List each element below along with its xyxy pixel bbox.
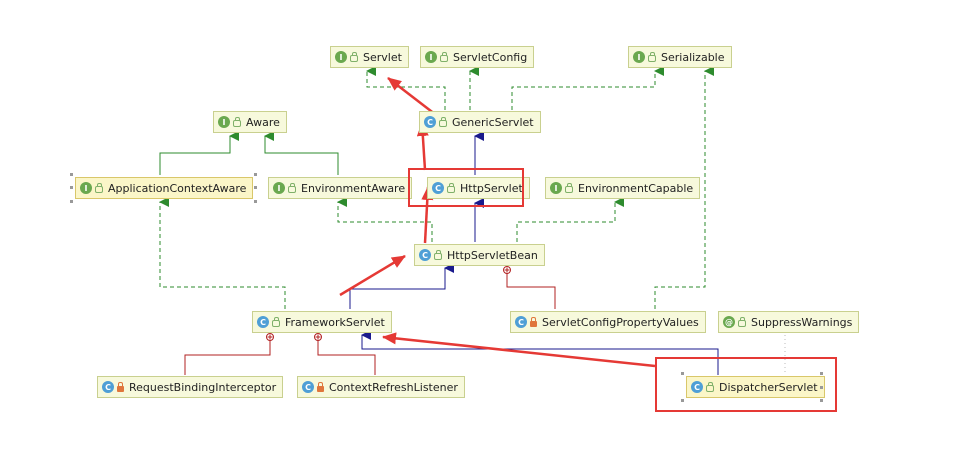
node-aware[interactable]: I Aware <box>213 111 287 133</box>
node-environmentcapable[interactable]: I EnvironmentCapable <box>545 177 701 199</box>
public-lock-icon <box>350 52 358 62</box>
class-icon: C <box>424 116 436 128</box>
private-lock-icon <box>317 381 324 392</box>
public-lock-icon <box>434 250 442 260</box>
public-lock-icon <box>565 183 573 193</box>
node-label: FrameworkServlet <box>285 315 385 329</box>
node-label: ServletConfigPropertyValues <box>542 315 699 329</box>
class-icon: C <box>432 182 444 194</box>
node-contextrefreshlistener[interactable]: C ContextRefreshListener <box>297 376 465 398</box>
selection-handle <box>820 372 823 375</box>
class-icon: C <box>515 316 527 328</box>
edge-frameworkservlet-appctxaware <box>159 197 286 309</box>
selection-handle <box>254 200 257 203</box>
interface-icon: I <box>633 51 645 63</box>
node-servletconfig[interactable]: I ServletConfig <box>420 46 535 68</box>
selection-handle <box>70 173 73 176</box>
selection-handle <box>254 186 257 189</box>
class-icon: C <box>691 381 703 393</box>
selection-handle <box>681 399 684 402</box>
public-lock-icon <box>272 317 280 327</box>
node-label: HttpServletBean <box>447 248 538 262</box>
public-lock-icon <box>447 183 455 193</box>
public-lock-icon <box>440 52 448 62</box>
selection-handle <box>820 399 823 402</box>
class-icon: C <box>102 381 114 393</box>
public-lock-icon <box>288 183 296 193</box>
node-label: DispatcherServlet <box>719 380 818 394</box>
interface-icon: I <box>550 182 562 194</box>
interface-icon: I <box>273 182 285 194</box>
public-lock-icon <box>738 317 746 327</box>
private-lock-icon <box>530 316 537 327</box>
edge-scpv-serializable <box>654 66 714 309</box>
selection-handle <box>820 386 823 389</box>
edge-aware-children <box>159 131 339 175</box>
node-label: HttpServlet <box>460 181 523 195</box>
node-servletconfigpropertyvalues[interactable]: C ServletConfigPropertyValues <box>510 311 706 333</box>
edge-genericservlet-interfaces <box>366 66 664 110</box>
node-label: ApplicationContextAware <box>108 181 247 195</box>
node-label: EnvironmentAware <box>301 181 406 195</box>
node-label: Aware <box>246 115 280 129</box>
node-serializable[interactable]: I Serializable <box>628 46 732 68</box>
node-suppresswarnings[interactable]: @ SuppressWarnings <box>718 311 860 333</box>
node-servlet[interactable]: I Servlet <box>330 46 409 68</box>
public-lock-icon <box>648 52 656 62</box>
node-label: ServletConfig <box>453 50 528 64</box>
edge-inner-frameworkservlet <box>184 333 376 375</box>
interface-icon: I <box>218 116 230 128</box>
node-label: GenericServlet <box>452 115 534 129</box>
public-lock-icon <box>706 382 714 392</box>
node-environmentaware[interactable]: I EnvironmentAware <box>268 177 413 199</box>
selection-handle <box>254 173 257 176</box>
interface-icon: I <box>425 51 437 63</box>
private-lock-icon <box>117 381 124 392</box>
public-lock-icon <box>95 183 103 193</box>
node-httpservletbean[interactable]: C HttpServletBean <box>414 244 545 266</box>
interface-icon: I <box>80 182 92 194</box>
node-label: SuppressWarnings <box>751 315 853 329</box>
node-frameworkservlet[interactable]: C FrameworkServlet <box>252 311 392 333</box>
node-label: Servlet <box>363 50 402 64</box>
public-lock-icon <box>439 117 447 127</box>
selection-handle <box>70 200 73 203</box>
edge-frameworkservlet-httpservletbean <box>349 263 454 309</box>
node-label: RequestBindingInterceptor <box>129 380 277 394</box>
interface-icon: I <box>335 51 347 63</box>
node-httpservlet[interactable]: C HttpServlet <box>427 177 530 199</box>
edge-dispatcherservlet-frameworkservlet <box>361 330 719 375</box>
class-icon: C <box>419 249 431 261</box>
class-icon: C <box>257 316 269 328</box>
public-lock-icon <box>233 117 241 127</box>
selection-handle <box>70 186 73 189</box>
node-label: Serializable <box>661 50 725 64</box>
node-label: EnvironmentCapable <box>578 181 694 195</box>
edge-inner-servletconfigpropertyvalues <box>503 266 556 309</box>
class-icon: C <box>302 381 314 393</box>
node-dispatcherservlet[interactable]: C DispatcherServlet <box>686 376 825 398</box>
node-applicationcontextaware[interactable]: I ApplicationContextAware <box>75 177 254 199</box>
edge-httpservletbean-interfaces <box>337 197 624 242</box>
node-requestbindinginterceptor[interactable]: C RequestBindingInterceptor <box>97 376 284 398</box>
node-label: ContextRefreshListener <box>329 380 458 394</box>
selection-handle <box>681 372 684 375</box>
annotation-icon: @ <box>723 316 735 328</box>
node-genericservlet[interactable]: C GenericServlet <box>419 111 541 133</box>
